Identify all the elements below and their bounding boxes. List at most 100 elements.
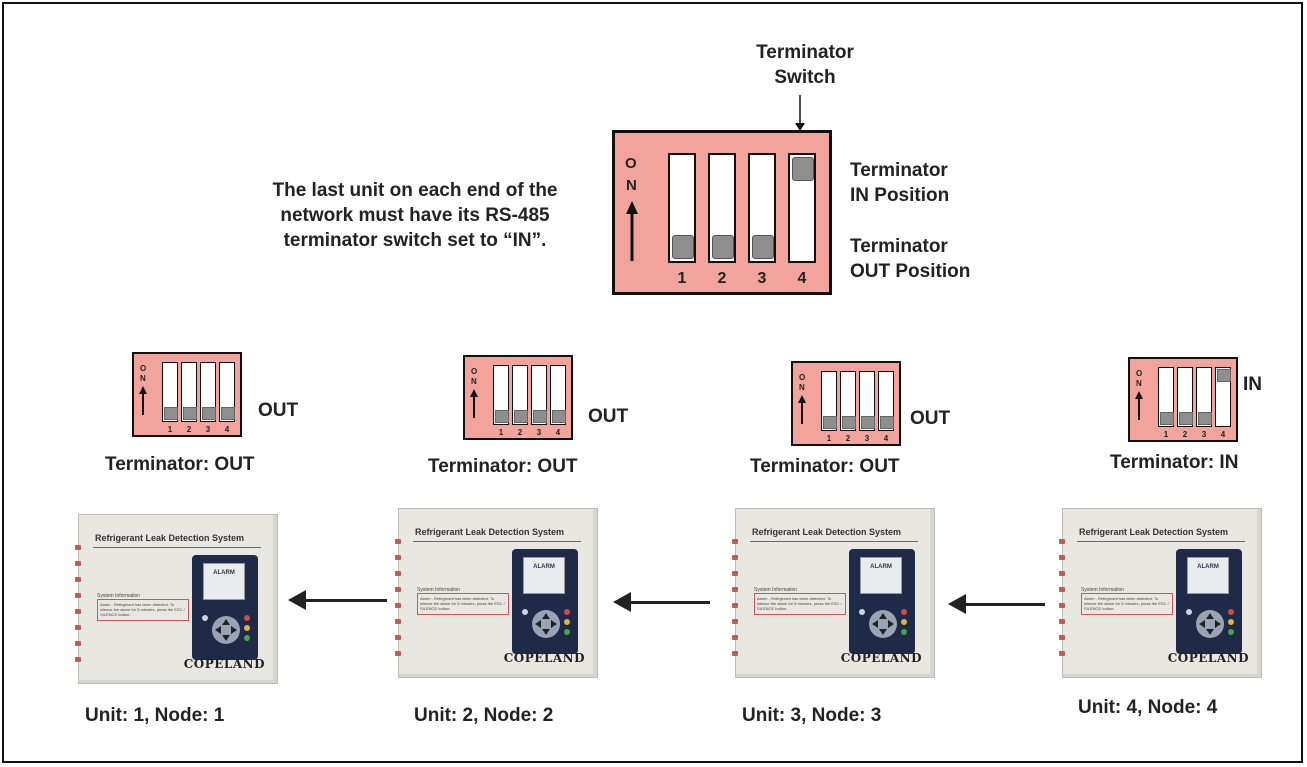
knob-down-3 bbox=[202, 407, 216, 420]
on-label-o: O bbox=[1136, 369, 1143, 378]
switch-slot-1 bbox=[668, 153, 696, 263]
switch-number-1: 1 bbox=[826, 434, 832, 443]
switch-slot-4 bbox=[550, 365, 566, 425]
in-position-label: Terminator IN Position bbox=[850, 160, 950, 206]
switch-number-2: 2 bbox=[517, 428, 523, 437]
alarm-message: Alarm - Refrigerant has been detected. T… bbox=[417, 593, 509, 615]
control-display: ALARM bbox=[192, 555, 258, 660]
cable-gland bbox=[395, 603, 401, 608]
knob-down-2 bbox=[842, 416, 856, 429]
system-info-label: System Information bbox=[754, 587, 798, 593]
cable-gland bbox=[1059, 587, 1065, 592]
panel-divider bbox=[413, 541, 581, 542]
knob-up-4 bbox=[792, 157, 814, 181]
on-label-n: N bbox=[140, 374, 146, 383]
knob-down-3 bbox=[861, 416, 875, 429]
switch-slot-3 bbox=[1196, 367, 1212, 427]
on-label-n: N bbox=[799, 383, 805, 392]
knob-down-3 bbox=[1198, 412, 1212, 425]
switch-slot-4 bbox=[788, 153, 816, 263]
cable-gland bbox=[75, 625, 81, 630]
switch-number-1: 1 bbox=[498, 428, 504, 437]
switch-number-4: 4 bbox=[555, 428, 561, 437]
on-arrow-icon bbox=[626, 201, 638, 261]
knob-down-1 bbox=[672, 235, 694, 259]
switch-state-label-unit-3: OUT bbox=[910, 408, 951, 429]
knob-down-4 bbox=[880, 416, 894, 429]
switch-number-4: 4 bbox=[224, 425, 230, 434]
switch-number-4: 4 bbox=[883, 434, 889, 443]
switch-number-3: 3 bbox=[536, 428, 542, 437]
switch-number-2: 2 bbox=[1182, 430, 1188, 439]
panel-divider bbox=[93, 547, 261, 548]
on-label-o: O bbox=[625, 155, 637, 172]
panel-title: Refrigerant Leak Detection System bbox=[415, 527, 565, 537]
keypad-icon bbox=[522, 609, 570, 638]
switch-slot-2 bbox=[840, 371, 856, 431]
cable-gland bbox=[395, 587, 401, 592]
cable-gland bbox=[395, 619, 401, 624]
knob-down-2 bbox=[183, 407, 197, 420]
network-note: The last unit on each end of the network… bbox=[272, 180, 558, 251]
switch-slot-3 bbox=[200, 362, 216, 422]
system-info-label: System Information bbox=[417, 587, 461, 593]
panel-divider bbox=[750, 541, 918, 542]
out-position-label: Terminator OUT Position bbox=[850, 236, 971, 282]
keypad-icon bbox=[202, 615, 250, 644]
switch-slot-2 bbox=[1177, 367, 1193, 427]
panel-title: Refrigerant Leak Detection System bbox=[95, 533, 245, 543]
cable-gland bbox=[732, 571, 738, 576]
knob-down-4 bbox=[552, 410, 566, 423]
knob-down-2 bbox=[1179, 412, 1193, 425]
on-arrow-icon bbox=[470, 389, 478, 418]
keypad-icon bbox=[859, 609, 907, 638]
on-arrow-icon bbox=[798, 395, 806, 424]
cable-gland bbox=[75, 657, 81, 662]
switch-slot-1 bbox=[162, 362, 178, 422]
on-arrow-icon bbox=[1135, 391, 1143, 420]
cable-gland bbox=[732, 539, 738, 544]
cable-gland bbox=[1059, 651, 1065, 656]
knob-down-2 bbox=[712, 235, 734, 259]
terminator-caption-unit-1: Terminator: OUT bbox=[105, 454, 255, 475]
brand-logo: COPELAND bbox=[1167, 651, 1249, 665]
lcd-text: ALARM bbox=[1197, 564, 1219, 570]
cable-gland bbox=[732, 587, 738, 592]
switch-title: Terminator Switch bbox=[756, 42, 854, 88]
cable-gland bbox=[732, 635, 738, 640]
terminator-caption-unit-2: Terminator: OUT bbox=[428, 456, 578, 477]
switch-slot-4 bbox=[878, 371, 894, 431]
panel-divider bbox=[1077, 541, 1245, 542]
switch-slot-1 bbox=[821, 371, 837, 431]
cable-gland bbox=[732, 619, 738, 624]
cable-gland bbox=[395, 651, 401, 656]
brand-logo: COPELAND bbox=[503, 651, 585, 665]
switch-number-3: 3 bbox=[205, 425, 211, 434]
unit-caption-1: Unit: 1, Node: 1 bbox=[85, 705, 225, 726]
switch-slot-3 bbox=[748, 153, 776, 263]
switch-pointer-arrow bbox=[795, 95, 805, 131]
cable-gland bbox=[75, 641, 81, 646]
keypad-icon bbox=[1186, 609, 1234, 638]
lcd-screen: ALARM bbox=[203, 563, 245, 600]
system-info-label: System Information bbox=[97, 593, 141, 599]
knob-down-1 bbox=[164, 407, 178, 420]
switch-number-4: 4 bbox=[797, 270, 807, 287]
cable-gland bbox=[395, 539, 401, 544]
terminator-dip-switch-large: O N 1 2 3 4 bbox=[612, 130, 832, 295]
switch-slot-2 bbox=[708, 153, 736, 263]
unit-caption-4: Unit: 4, Node: 4 bbox=[1078, 697, 1218, 718]
cable-gland bbox=[395, 635, 401, 640]
knob-down-1 bbox=[823, 416, 837, 429]
lcd-text: ALARM bbox=[213, 570, 235, 576]
brand-logo: COPELAND bbox=[183, 657, 265, 671]
switch-state-label-unit-1: OUT bbox=[258, 400, 299, 421]
knob-up-4 bbox=[1217, 369, 1231, 382]
terminator-caption-unit-3: Terminator: OUT bbox=[750, 456, 900, 477]
